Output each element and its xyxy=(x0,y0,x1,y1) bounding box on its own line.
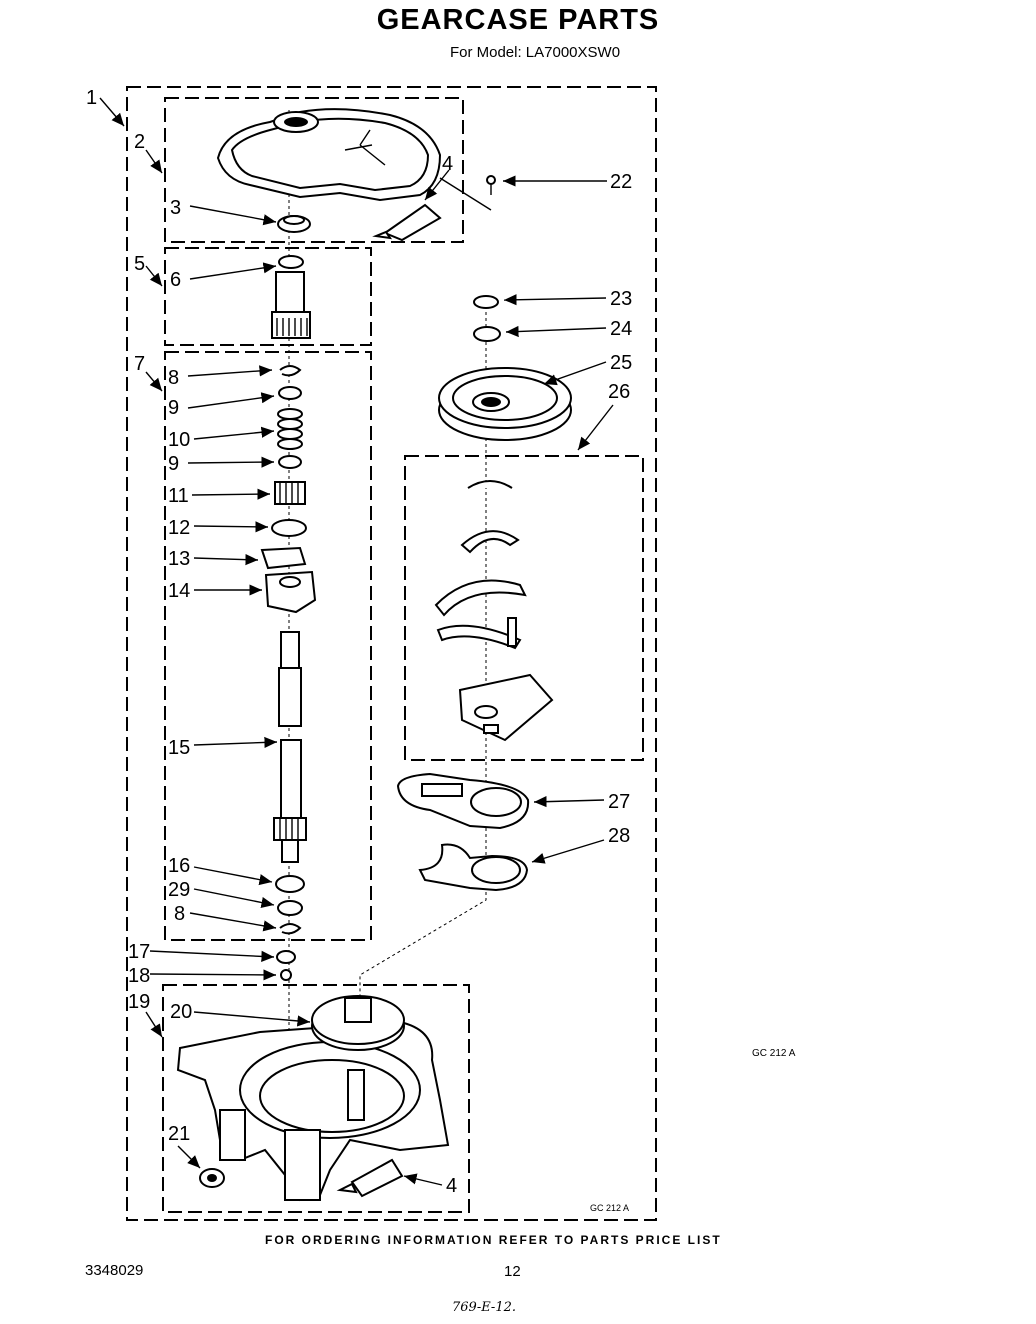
spring xyxy=(277,408,303,450)
callout-26: 26 xyxy=(608,381,630,403)
grease-tube-upper xyxy=(372,203,442,242)
assembly-frame-1 xyxy=(126,86,657,1221)
document-number: 3348029 xyxy=(85,1262,144,1279)
clutch-assembly xyxy=(264,570,317,614)
retaining-ring-lower xyxy=(279,923,302,935)
shift-lever xyxy=(396,772,530,830)
page-number: 12 xyxy=(504,1263,521,1280)
callout-27: 27 xyxy=(608,791,630,813)
screw xyxy=(486,175,496,195)
bushing xyxy=(276,950,296,964)
washer-upper xyxy=(278,386,302,400)
callout-16: 16 xyxy=(168,855,190,877)
callout-15: 15 xyxy=(168,737,190,759)
handwritten-note: 769-E-12. xyxy=(452,1300,517,1315)
model-subtitle: For Model: LA7000XSW0 xyxy=(449,44,621,61)
callout-6: 6 xyxy=(170,269,181,291)
assembly-frame-2 xyxy=(164,97,464,243)
callout-29: 29 xyxy=(168,879,190,901)
callout-8-lower: 8 xyxy=(174,903,185,925)
callout-19: 19 xyxy=(128,991,150,1013)
bearing xyxy=(199,1168,225,1188)
callout-8-upper: 8 xyxy=(168,367,179,389)
assembly-frame-19 xyxy=(162,984,470,1213)
bearing-cup xyxy=(275,875,305,893)
assembly-frame-5 xyxy=(164,247,372,346)
washer-lower xyxy=(278,455,302,469)
assembly-frame-7 xyxy=(164,351,372,941)
grease-tube-lower xyxy=(336,1158,404,1198)
callout-23: 23 xyxy=(610,288,632,310)
callout-14: 14 xyxy=(168,580,190,602)
callout-18: 18 xyxy=(128,965,150,987)
callout-9-lower: 9 xyxy=(168,453,179,475)
callout-4-upper: 4 xyxy=(442,153,453,175)
callout-2: 2 xyxy=(134,131,145,153)
callout-1: 1 xyxy=(86,87,97,109)
page-title: GEARCASE PARTS xyxy=(376,4,660,36)
seal xyxy=(277,215,311,233)
gearcase-housing xyxy=(176,1020,450,1202)
ordering-note: FOR ORDERING INFORMATION REFER TO PARTS … xyxy=(265,1233,722,1247)
shift-assembly xyxy=(434,480,554,742)
drive-gear xyxy=(274,481,306,505)
callout-10: 10 xyxy=(168,429,190,451)
callout-21: 21 xyxy=(168,1123,190,1145)
thrust-washer xyxy=(473,326,501,342)
callout-20: 20 xyxy=(170,1001,192,1023)
agitator-shaft xyxy=(273,631,307,863)
assembly-frame-26 xyxy=(404,455,644,761)
snap-ring xyxy=(473,295,499,309)
figure-code-inner: GC 212 A xyxy=(590,1203,630,1213)
retaining-ring-upper xyxy=(279,365,302,377)
callout-5: 5 xyxy=(134,253,145,275)
callout-28: 28 xyxy=(608,825,630,847)
callout-17: 17 xyxy=(128,941,150,963)
callout-4-lower: 4 xyxy=(446,1175,457,1197)
callout-13: 13 xyxy=(168,548,190,570)
callout-25: 25 xyxy=(610,352,632,374)
ball xyxy=(280,969,292,981)
callout-11: 11 xyxy=(168,485,189,507)
gearcase-cover xyxy=(216,108,442,202)
thrust-ring xyxy=(271,519,307,537)
cam-bar xyxy=(260,546,307,570)
shift-fork xyxy=(418,843,529,892)
seal-washer xyxy=(277,900,303,916)
callout-22: 22 xyxy=(610,171,632,193)
main-gear xyxy=(438,367,572,441)
callout-9-upper: 9 xyxy=(168,397,179,419)
drive-gear-lower xyxy=(311,995,405,1121)
callout-3: 3 xyxy=(170,197,181,219)
figure-code-outer: GC 212 A xyxy=(752,1048,796,1059)
pinion-shaft xyxy=(271,255,311,339)
callout-24: 24 xyxy=(610,318,632,340)
callout-12: 12 xyxy=(168,517,190,539)
callout-7: 7 xyxy=(134,353,145,375)
